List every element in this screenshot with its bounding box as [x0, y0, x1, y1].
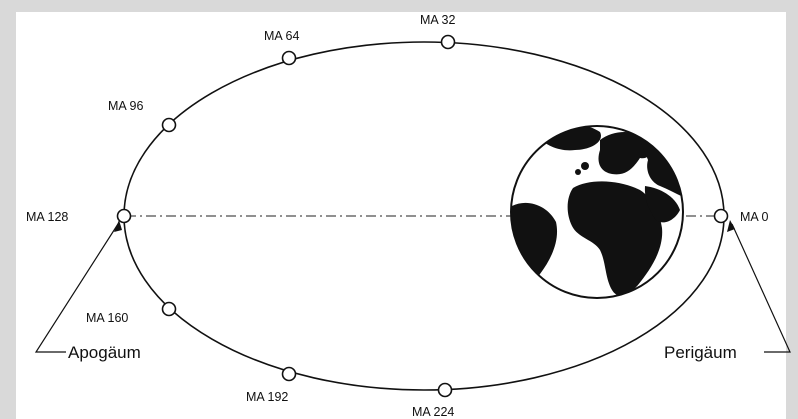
orbit-markers — [116, 34, 729, 398]
apogee-label: Apogäum — [68, 343, 141, 362]
marker-ma-160 — [161, 301, 177, 317]
marker-ma-128 — [116, 208, 132, 224]
label-ma-32: MA 32 — [420, 13, 455, 27]
label-ma-64: MA 64 — [264, 29, 299, 43]
label-ma-128: MA 128 — [26, 210, 68, 224]
marker-ma-64 — [281, 50, 297, 66]
marker-ma-96 — [161, 117, 177, 133]
marker-ma-224 — [437, 382, 453, 398]
label-ma-160: MA 160 — [86, 311, 128, 325]
perigee-pointer: Perigäum — [664, 220, 791, 362]
perigee-label: Perigäum — [664, 343, 737, 362]
orbit-labels: MA 0 MA 32 MA 64 MA 96 MA 128 MA 160 MA … — [26, 13, 769, 419]
label-ma-224: MA 224 — [412, 405, 454, 419]
apogee-pointer: Apogäum — [34, 220, 141, 362]
label-ma-0: MA 0 — [740, 210, 769, 224]
marker-ma-192 — [281, 366, 297, 382]
label-ma-96: MA 96 — [108, 99, 143, 113]
earth-globe-icon — [510, 125, 684, 299]
label-ma-192: MA 192 — [246, 390, 288, 404]
marker-ma-32 — [440, 34, 456, 50]
marker-ma-0 — [713, 208, 729, 224]
